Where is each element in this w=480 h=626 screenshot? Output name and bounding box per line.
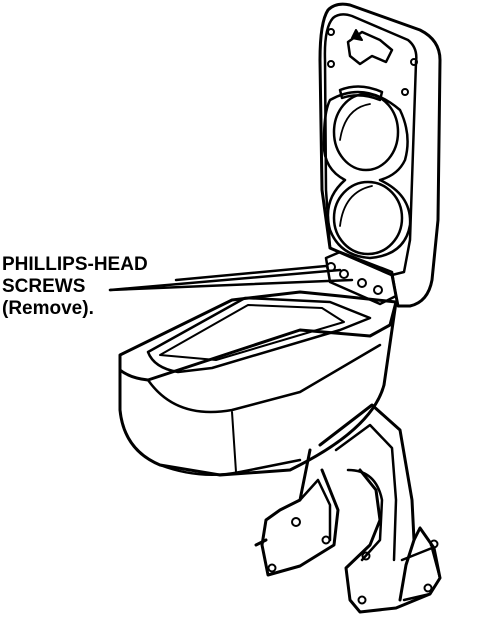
- callout-line-1: PHILLIPS-HEAD: [2, 254, 148, 275]
- cup-holder-inner-lower: [339, 185, 373, 227]
- bracket-hole-5: [357, 595, 367, 605]
- bracket-left-arm: [260, 448, 340, 577]
- lid-screw-right: [401, 88, 409, 96]
- cup-holder-lower: [332, 180, 404, 256]
- lid: [318, 2, 442, 308]
- box-top: [118, 290, 398, 382]
- lid-clip: [338, 85, 384, 102]
- cup-holder-frame: [322, 90, 412, 260]
- bracket-hole-2: [321, 535, 331, 545]
- bracket-hole-4: [361, 551, 371, 561]
- cup-holder-upper: [332, 92, 400, 172]
- lid-screw-top-right: [410, 58, 418, 66]
- box-opening-inner: [159, 304, 345, 361]
- lid-screw-left: [327, 60, 335, 68]
- bracket-tab-left: [254, 538, 268, 547]
- lid-outer: [318, 2, 442, 308]
- lid-latch-arrow: [351, 29, 363, 41]
- bracket-right-plate-fold: [346, 468, 384, 562]
- box-seam: [231, 411, 237, 473]
- bracket-foot: [400, 546, 442, 602]
- mounting-bracket: [254, 403, 442, 614]
- lid-inner-rim: [323, 13, 418, 277]
- bracket-stem-inner: [334, 423, 398, 562]
- cup-holders: [322, 90, 412, 260]
- leader-line-2: [108, 278, 354, 292]
- bracket-left-arm-fold: [298, 478, 332, 542]
- box-front: [118, 300, 398, 477]
- callout-leaders: [108, 264, 354, 292]
- hinge-screw-4: [373, 285, 383, 295]
- bracket-stem: [318, 403, 416, 602]
- screws-callout: PHILLIPS-HEAD SCREWS (Remove).: [2, 254, 148, 320]
- lid-screw-top-left: [327, 28, 335, 36]
- hinge-screw-3: [357, 278, 367, 288]
- leader-line-1: [174, 264, 328, 282]
- bracket-hole-6: [429, 539, 439, 549]
- box-opening: [146, 296, 372, 374]
- bracket-hole-7: [423, 583, 433, 593]
- leader-line-3: [108, 268, 342, 292]
- bracket-hole-1: [291, 517, 301, 527]
- hinge-screw-2: [339, 269, 349, 279]
- callout-line-2: SCREWS: [2, 276, 86, 297]
- lid-latch: [346, 30, 394, 66]
- callout-line-3: (Remove).: [2, 298, 94, 319]
- cup-holder-inner-upper: [339, 103, 371, 141]
- box-bottom: [158, 458, 302, 476]
- bracket-hole-3: [267, 563, 277, 573]
- armrest-box: [118, 290, 398, 477]
- box-front-edge: [146, 343, 382, 414]
